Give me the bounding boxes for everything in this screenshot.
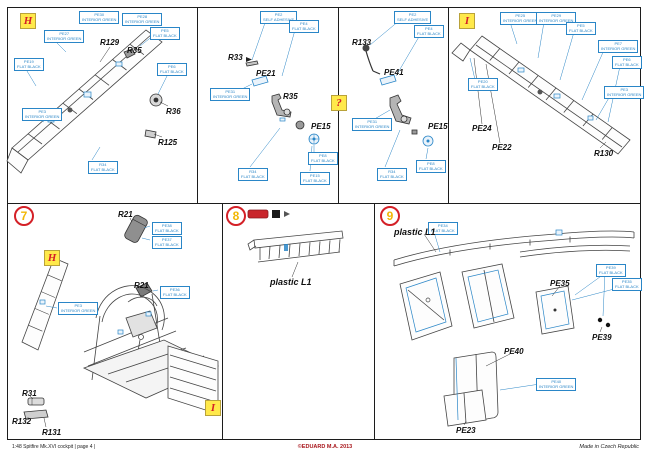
- part-label-plastic-l1: plastic L1: [394, 227, 436, 237]
- part-label-r36: R36: [166, 107, 181, 116]
- part-label-r133: R133: [352, 38, 372, 47]
- step-9: 9: [380, 206, 400, 226]
- part-label-pe22: PE22: [492, 143, 512, 152]
- footer-origin: Made in Czech Republic: [579, 444, 639, 450]
- marker-i-step7: I: [205, 400, 221, 416]
- part-label-pe15: PE15: [311, 122, 331, 131]
- part-label-r35: R35: [127, 46, 142, 55]
- page-border: [7, 7, 641, 440]
- step-8: 8: [226, 206, 246, 226]
- divider-top-1: [197, 7, 198, 204]
- divider-bottom-1: [222, 203, 223, 440]
- part-label-r33: R33: [228, 53, 243, 62]
- part-label-r132: R132: [12, 417, 32, 426]
- part-label-r130: R130: [594, 149, 614, 158]
- part-label-r125: R125: [158, 138, 178, 147]
- part-label-pe35: PE35: [550, 279, 570, 288]
- part-label-pe23: PE23: [456, 426, 476, 435]
- part-label-r21: R21: [134, 281, 149, 290]
- marker-h-step7: H: [44, 250, 60, 266]
- divider-top-3: [448, 7, 449, 204]
- part-label-pe24: PE24: [472, 124, 492, 133]
- part-label-r35: R35: [283, 92, 298, 101]
- divider-bottom-2: [374, 203, 375, 440]
- part-label-r31: R31: [22, 389, 37, 398]
- part-label-pe15: PE15: [428, 122, 448, 131]
- part-label-pe40: PE40: [504, 347, 524, 356]
- part-label-r21: R21: [118, 210, 133, 219]
- marker-question: ?: [331, 95, 347, 111]
- step-7: 7: [14, 206, 34, 226]
- marker-i-top: I: [459, 13, 475, 29]
- part-label-r131: R131: [42, 428, 62, 437]
- marker-h-top: H: [20, 13, 36, 29]
- part-label-pe39: PE39: [592, 333, 612, 342]
- part-label-r129: R129: [100, 38, 120, 47]
- footer-kit-info: 1:48 Spitfire Mk.XVI cockpit | page 4 |: [12, 444, 96, 450]
- part-label-pe41: PE41: [384, 68, 404, 77]
- divider-horizontal: [7, 203, 641, 204]
- footer-copyright: ©EDUARD M.A. 2013: [297, 444, 353, 450]
- part-label-pe21: PE21: [256, 69, 276, 78]
- part-label-plastic-l1: plastic L1: [270, 277, 312, 287]
